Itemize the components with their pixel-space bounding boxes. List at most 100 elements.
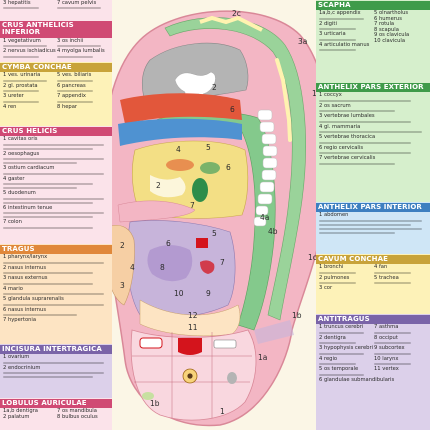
list-item: 7 appendix	[57, 93, 86, 100]
panel-title: ANTHELIX PARS EXTERIOR	[316, 83, 430, 93]
list-item: 7 vertebrae cervicalis	[319, 155, 376, 162]
svg-text:11: 11	[188, 323, 198, 332]
list-item: 3 hepatitis	[3, 0, 31, 6]
list-item: 1 pharynx/larynx	[3, 254, 48, 261]
svg-text:8: 8	[160, 263, 165, 272]
panel-lobulus: LOBULUS AURICULAE 1a,b dentigra 2 palatu…	[0, 398, 112, 430]
list-item: 8 occiput	[374, 334, 398, 341]
list-item: 7 cavum pelvis	[57, 0, 97, 6]
svg-text:2: 2	[120, 241, 125, 250]
panel-title: CAVUM CONCHAE	[316, 255, 430, 265]
list-item: 3 urticaria	[319, 31, 346, 38]
list-item: 4 regio	[319, 355, 338, 362]
panel-antitragus: ANTITRAGUS 1 truncus cerebri 2 dentigra …	[316, 314, 430, 430]
list-item: 6 glandulae submandibularis	[319, 376, 395, 383]
panel-tragus: TRAGUS 1 pharynx/larynx 2 nasus internus…	[0, 244, 112, 344]
list-item: 2 endocrinium	[3, 364, 41, 371]
svg-text:12: 12	[188, 311, 198, 320]
list-item: 5 trachea	[374, 274, 399, 281]
list-item: 2 digiti	[319, 20, 337, 27]
panel-antihelix-exterior: ANTHELIX PARS EXTERIOR 1 coccyx 2 os sac…	[316, 82, 430, 202]
list-item: 4 fan	[374, 264, 388, 271]
list-item: 2 palatum	[3, 413, 30, 420]
svg-text:7: 7	[190, 201, 195, 210]
panel-cavum-conchae: CAVUM CONCHAE 1 bronchi 2 pulmones 3 cor…	[316, 254, 430, 314]
list-item: 3 ureter	[3, 93, 24, 100]
svg-text:4: 4	[176, 145, 181, 154]
list-item: 8 scapula	[374, 26, 399, 33]
list-item: 1 ovarium	[3, 354, 30, 361]
panel-title: LOBULUS AURICULAE	[0, 399, 112, 409]
list-item: 1 coccyx	[319, 92, 342, 99]
list-item: 8 hepar	[57, 103, 78, 110]
list-item: 8 bulbus oculus	[57, 413, 98, 420]
list-item: 3 nasus externus	[3, 275, 48, 282]
crus-antihelicis-red	[120, 93, 242, 124]
list-item: 5 duodenum	[3, 190, 36, 197]
panel-antihelix-interior: ANTHELIX PARS INTERIOR 1 abdomen	[316, 202, 430, 254]
panel-title: CYMBA CONCHAE	[0, 63, 112, 73]
scapha-region	[164, 17, 306, 321]
list-item: 4 articulatio manus	[319, 41, 370, 48]
panel-top-left: 3 hepatitis 7 cavum pelvis	[0, 0, 112, 20]
panel-cymba-conchae: CYMBA CONCHAE 1 ves. urinaria 2 gl. pros…	[0, 62, 112, 126]
svg-text:1c: 1c	[308, 253, 317, 262]
list-item: 9 os clavicula	[374, 32, 410, 39]
list-item: 6 pancreas	[57, 82, 86, 89]
list-item: 7 rotula	[374, 21, 395, 28]
svg-text:6: 6	[166, 239, 171, 248]
list-item: 3 hypophysis cerebri	[319, 345, 374, 352]
list-item: 7 hypertonia	[3, 317, 37, 324]
svg-text:2c: 2c	[232, 9, 241, 18]
svg-text:3: 3	[120, 281, 125, 290]
svg-text:6: 6	[230, 105, 235, 114]
svg-text:2: 2	[212, 83, 217, 92]
panel-scapha: SCAPHA 1a,b,c appendix 2 digiti 3 urtica…	[316, 0, 430, 82]
svg-text:7: 7	[220, 258, 225, 267]
list-item: 2 gl. prostata	[3, 82, 38, 89]
list-item: 2 dentigra	[319, 334, 346, 341]
panel-crus-helicis: CRUS HELICIS 1 cavitas oris 2 oesophagus…	[0, 126, 112, 244]
list-item: 4 ren	[3, 103, 17, 110]
spine-strip	[253, 109, 278, 227]
svg-text:1b: 1b	[292, 311, 302, 320]
list-item: 3 os inchii	[57, 37, 84, 44]
list-item: 1 abdomen	[319, 212, 349, 219]
list-item: 2 nasus internus	[3, 264, 47, 271]
list-item: 7 colon	[3, 219, 22, 226]
panel-crus-antihelicis: CRUS ANTHELICIS INFERIOR 1 vegetativum 2…	[0, 20, 112, 62]
list-item: 4 gl. mammaria	[319, 123, 361, 130]
list-item: 4 mario	[3, 285, 23, 292]
list-item: 2 pulmones	[319, 274, 350, 281]
list-item: 6 regio cervicalis	[319, 144, 364, 151]
list-item: 5 vertebrae thoracica	[319, 134, 376, 141]
svg-text:4b: 4b	[268, 227, 278, 236]
list-item: 6 nasus internus	[3, 306, 47, 313]
list-item: 6 intestinum tenue	[3, 204, 53, 211]
panel-title: TRAGUS	[0, 245, 112, 255]
list-item: 1 cavitas oris	[3, 136, 38, 143]
svg-text:10: 10	[174, 289, 184, 298]
list-item: 11 vertex	[374, 366, 399, 373]
panel-incisura: INCISURA INTERTRAGICA 1 ovarium 2 endocr…	[0, 344, 112, 398]
svg-text:9: 9	[206, 289, 211, 298]
panel-title: CRUS HELICIS	[0, 127, 112, 137]
list-item: 10 clavicula	[374, 37, 405, 44]
list-item: 2 oesophagus	[3, 150, 40, 157]
list-item: 1a,b,c appendix	[319, 10, 361, 17]
panel-title: INCISURA INTERTRAGICA	[0, 345, 112, 355]
panel-title: CRUS ANTHELICIS INFERIOR	[0, 21, 112, 38]
list-item: 4 myolga lumbalis	[57, 48, 105, 55]
cymba-conchae	[131, 140, 249, 219]
list-item: 5 os temporale	[319, 366, 359, 373]
list-item: 1 ves. urinaria	[3, 72, 41, 79]
list-item: 2 os sacrum	[319, 102, 351, 109]
list-item: 6 humerus	[374, 15, 402, 22]
svg-text:1: 1	[220, 407, 225, 416]
list-item: 7 asthma	[374, 324, 399, 331]
panel-title: SCAPHA	[316, 1, 430, 11]
list-item: 1 bronchi	[319, 264, 344, 271]
svg-text:1a: 1a	[258, 353, 267, 362]
panel-title: ANTHELIX PARS INTERIOR	[316, 203, 430, 213]
